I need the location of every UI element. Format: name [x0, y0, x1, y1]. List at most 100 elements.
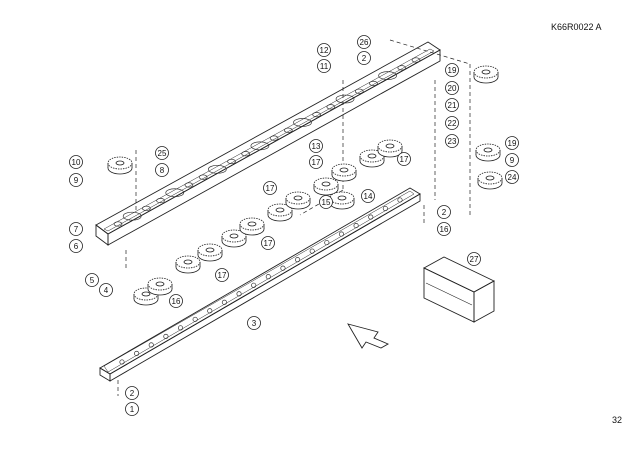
gear [221, 229, 247, 248]
svg-text:24: 24 [508, 173, 517, 182]
housing-hole [378, 71, 397, 80]
gear [147, 277, 173, 296]
housing-hole [335, 94, 355, 104]
gear [197, 243, 223, 262]
callout-16: 16 [437, 222, 451, 236]
svg-text:13: 13 [312, 142, 321, 151]
svg-text:27: 27 [470, 255, 479, 264]
svg-text:26: 26 [360, 38, 369, 47]
pan-hole [397, 197, 403, 203]
gear [359, 149, 385, 168]
callout-3: 3 [247, 316, 261, 330]
housing-hole [122, 211, 142, 221]
pan-hole [236, 291, 242, 297]
callout-22: 22 [445, 116, 459, 130]
svg-text:7: 7 [74, 225, 79, 234]
callout-2: 2 [357, 51, 371, 65]
gear-stack [107, 65, 503, 306]
page-number: 32 [612, 415, 623, 425]
housing-hole [113, 221, 123, 227]
housing-hole [156, 198, 165, 204]
lower-pan [99, 187, 421, 382]
callout-5: 5 [85, 273, 99, 287]
gear [473, 65, 499, 84]
svg-text:3: 3 [252, 319, 257, 328]
gear [475, 143, 501, 162]
svg-text:19: 19 [508, 139, 517, 148]
svg-text:2: 2 [442, 208, 447, 217]
callout-17: 17 [215, 268, 229, 282]
svg-text:25: 25 [158, 149, 167, 158]
svg-text:11: 11 [320, 62, 329, 71]
pan-hole [221, 299, 227, 305]
callout-19: 19 [445, 63, 459, 77]
pan-hole [148, 342, 154, 348]
gear [377, 139, 403, 158]
callout-17: 17 [263, 181, 277, 195]
callout-14: 14 [361, 189, 375, 203]
housing-hole [184, 182, 194, 188]
housing-hole [326, 104, 336, 110]
housing-hole [269, 135, 279, 141]
assembly-lines [117, 39, 471, 396]
callout-9: 9 [69, 173, 83, 187]
svg-text:22: 22 [448, 119, 457, 128]
callout-24: 24 [505, 170, 519, 184]
callout-8: 8 [155, 163, 169, 177]
pan-hole [251, 282, 257, 288]
callout-15: 15 [319, 195, 333, 209]
svg-text:17: 17 [312, 158, 321, 167]
housing-hole [207, 164, 227, 174]
callout-9: 9 [505, 153, 519, 167]
callout-26: 26 [357, 35, 371, 49]
gear [267, 203, 293, 222]
part-27-box [423, 256, 495, 323]
callout-17: 17 [397, 152, 411, 166]
housing-hole [369, 80, 378, 86]
svg-text:15: 15 [322, 198, 331, 207]
svg-text:1: 1 [130, 405, 135, 414]
callout-16: 16 [169, 294, 183, 308]
callout-2: 2 [437, 205, 451, 219]
callout-7: 7 [69, 222, 83, 236]
svg-text:9: 9 [510, 156, 515, 165]
svg-text:6: 6 [74, 242, 79, 251]
svg-text:19: 19 [448, 66, 457, 75]
housing-hole [198, 174, 208, 180]
housing-holes [113, 57, 421, 365]
callout-17: 17 [261, 236, 275, 250]
svg-text:21: 21 [448, 101, 457, 110]
callout-23: 23 [445, 134, 459, 148]
housing-hole [241, 151, 251, 157]
pan-hole [368, 214, 374, 220]
svg-text:10: 10 [72, 158, 81, 167]
callout-4: 4 [99, 283, 113, 297]
callout-6: 6 [69, 239, 83, 253]
callout-11: 11 [317, 59, 331, 73]
gear [313, 177, 339, 196]
gear [175, 255, 201, 274]
gear [133, 287, 159, 306]
housing-hole [293, 118, 312, 127]
svg-text:14: 14 [364, 192, 373, 201]
pan-hole [309, 248, 315, 254]
upper-housing [95, 41, 441, 246]
callout-10: 10 [69, 155, 83, 169]
pan-hole [177, 325, 184, 331]
svg-text:12: 12 [320, 46, 329, 55]
svg-text:20: 20 [448, 84, 457, 93]
callout-27: 27 [467, 252, 481, 266]
housing-hole [283, 127, 293, 133]
pan-hole [119, 359, 125, 365]
pan-hole [295, 257, 301, 263]
svg-text:4: 4 [104, 286, 109, 295]
gear [477, 171, 503, 190]
callout-1: 1 [125, 402, 139, 416]
gear [107, 156, 133, 175]
pan-hole [280, 265, 286, 271]
pan-hole [163, 333, 169, 339]
svg-text:9: 9 [74, 176, 79, 185]
svg-text:2: 2 [362, 54, 367, 63]
pan-hole [265, 274, 271, 280]
